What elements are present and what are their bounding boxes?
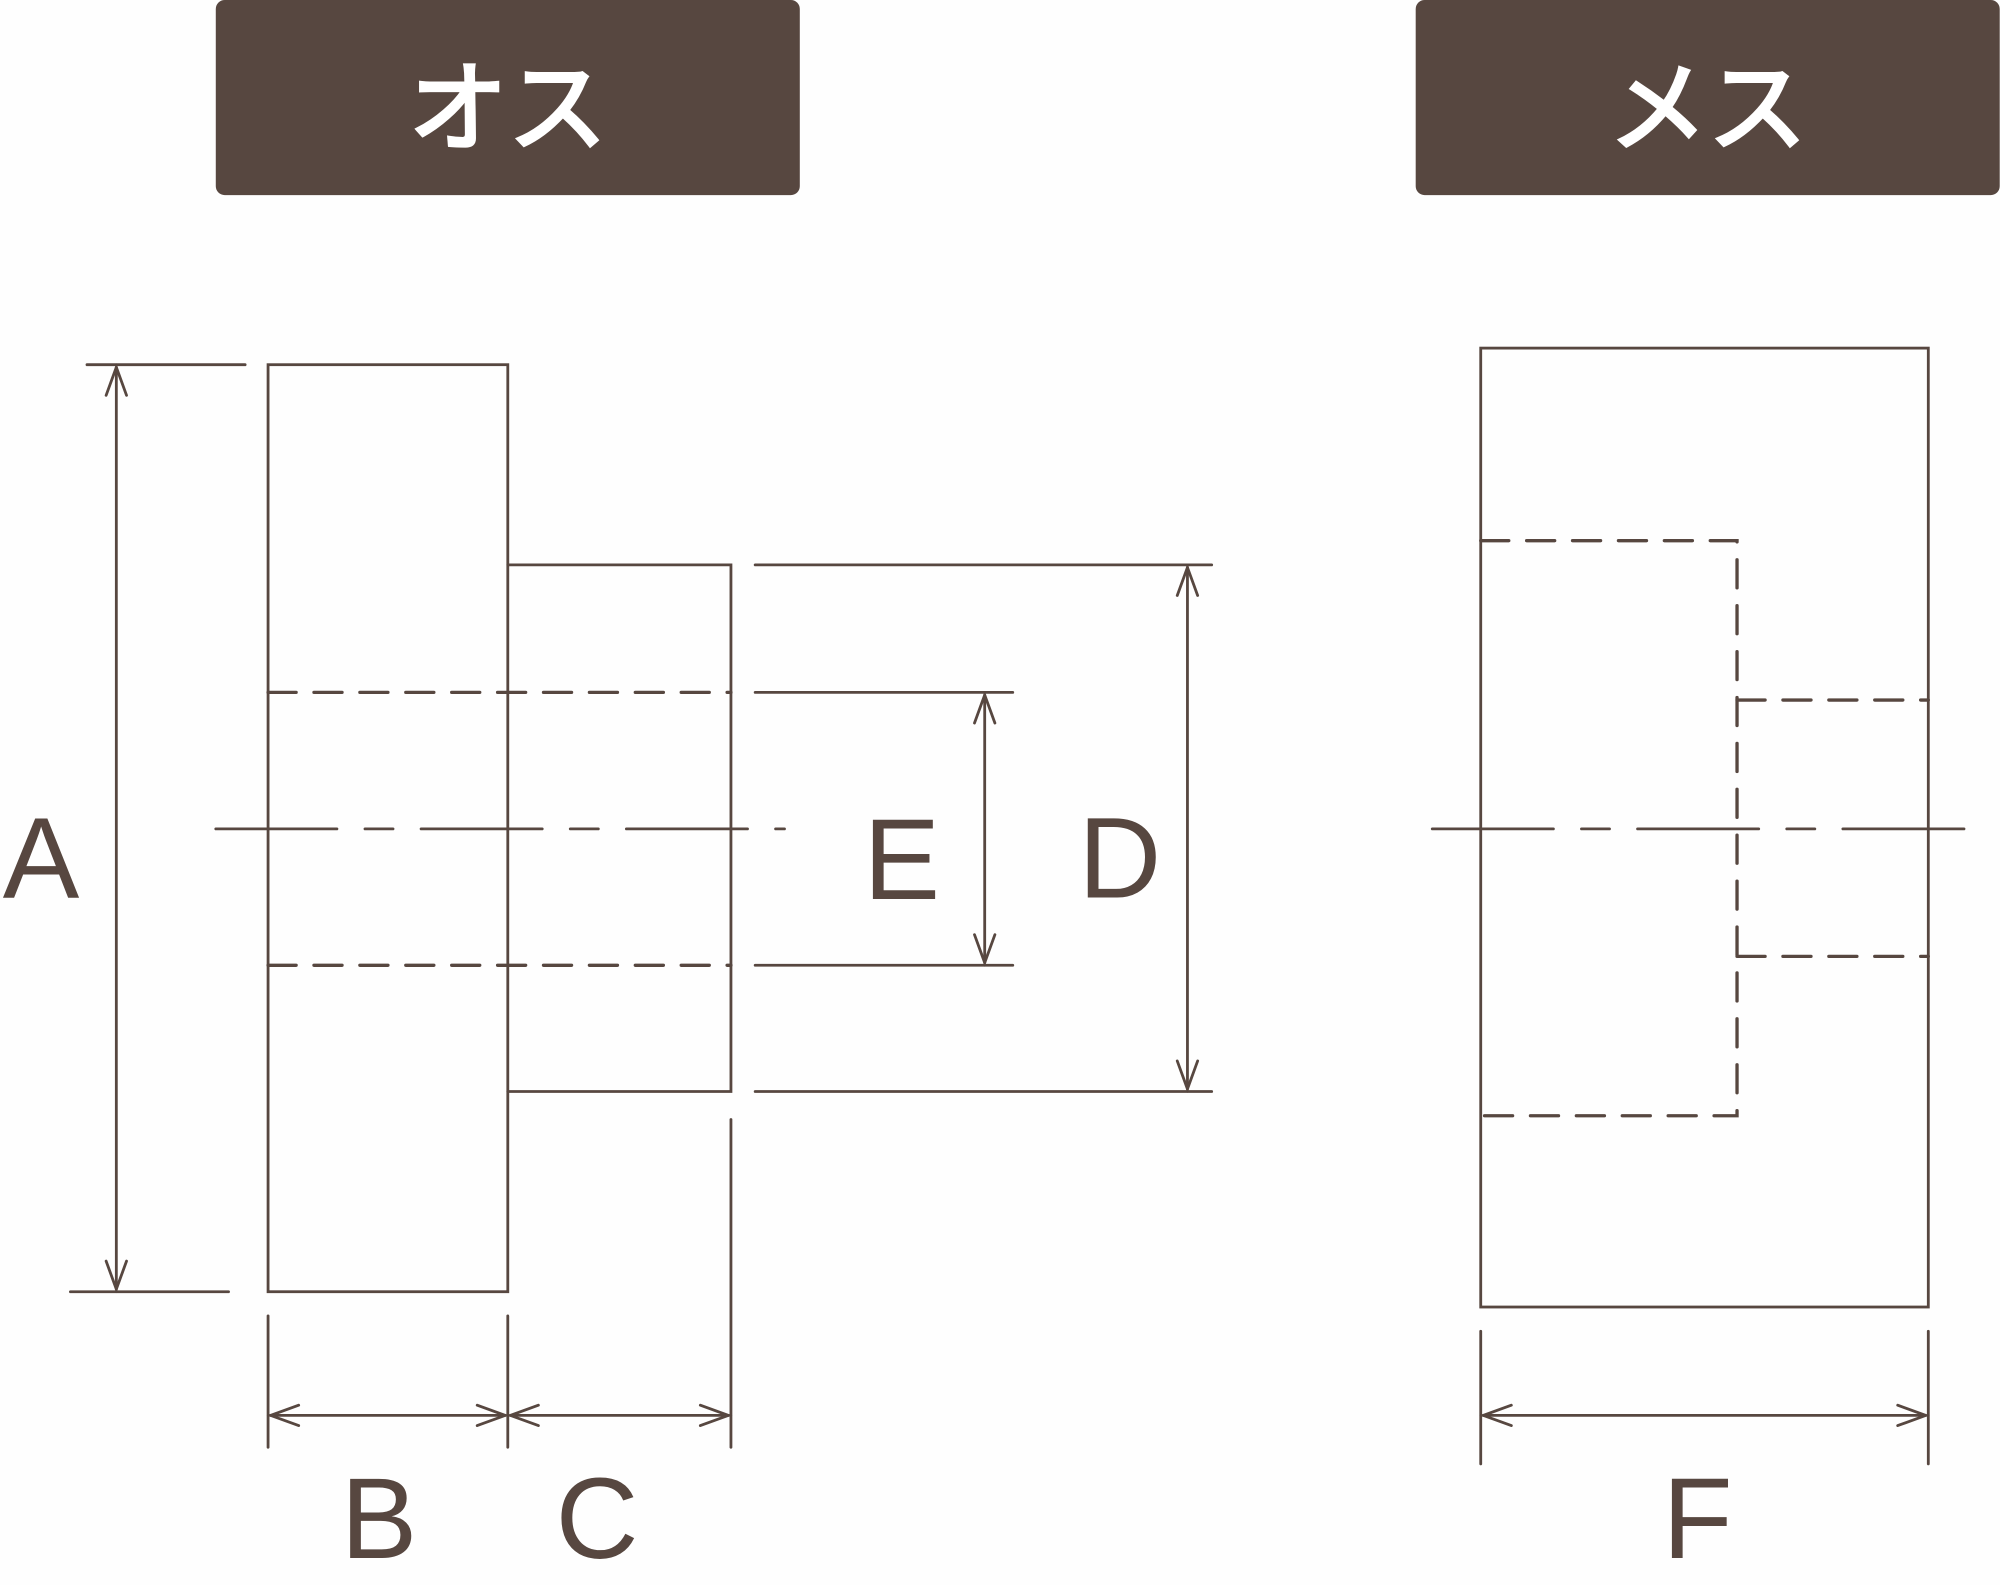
male-header: オス xyxy=(215,0,800,196)
dimension-d-label: D xyxy=(1078,795,1161,923)
dimension-a: A xyxy=(3,363,247,1294)
dimension-b-c: B C xyxy=(266,1118,733,1583)
dimension-e-label: E xyxy=(864,796,941,924)
dimension-d: D xyxy=(753,563,1214,1094)
dimension-f: F xyxy=(1479,1329,1930,1583)
female-part xyxy=(1430,346,1979,1309)
dimension-e: E xyxy=(753,690,1015,967)
dimension-c-label: C xyxy=(556,1455,639,1583)
male-part xyxy=(214,363,786,1294)
female-header: メス xyxy=(1415,0,2000,196)
dimension-a-label: A xyxy=(3,795,80,923)
dimension-b-label: B xyxy=(341,1455,418,1583)
male-header-label: オス xyxy=(408,52,607,167)
dimension-f-label: F xyxy=(1662,1455,1732,1583)
female-header-label: メス xyxy=(1608,52,1807,167)
